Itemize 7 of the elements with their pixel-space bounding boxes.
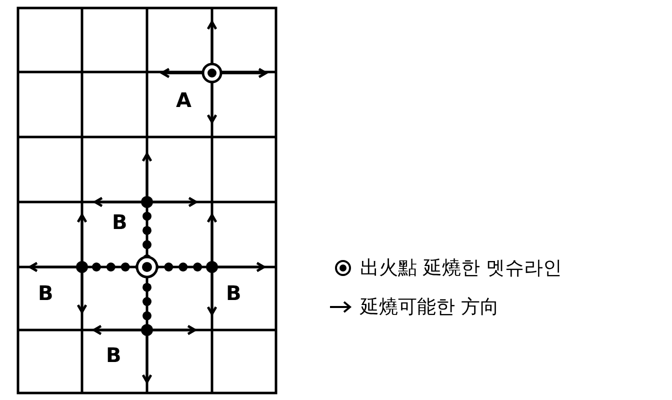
legend-text: 延燒可能한 方向 xyxy=(360,296,500,318)
area-label: B xyxy=(226,283,242,303)
legend-text: 出火點 延燒한 멧슈라인 xyxy=(360,257,562,279)
area-label: B xyxy=(112,212,128,232)
area-label: B xyxy=(106,345,122,365)
area-label: A xyxy=(176,90,192,110)
area-label: B xyxy=(38,283,54,303)
